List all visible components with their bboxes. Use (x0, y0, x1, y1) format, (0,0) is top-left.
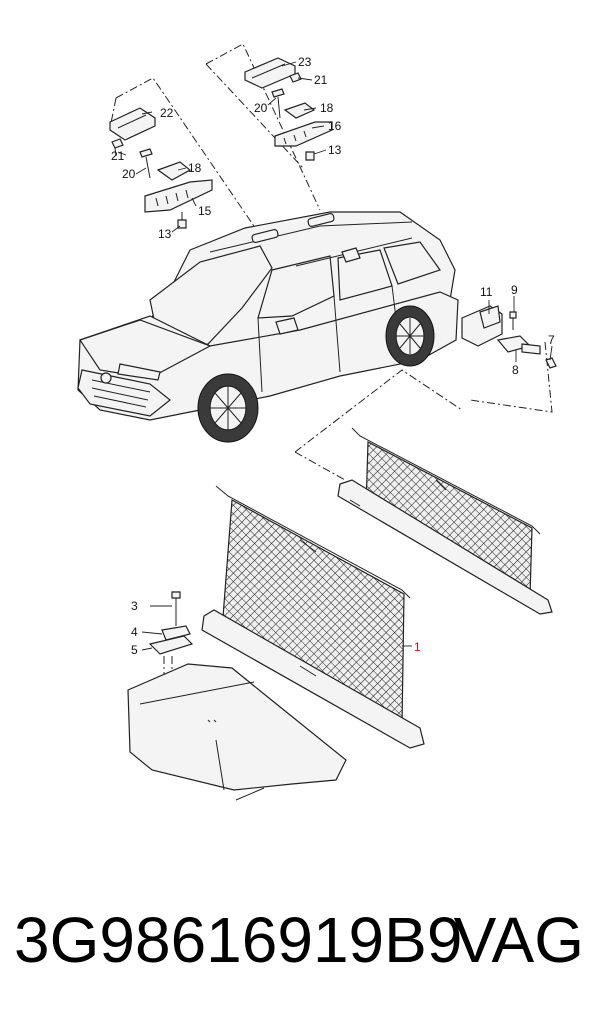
fasteners-left (148, 591, 194, 694)
clip-18-left (156, 161, 192, 181)
callout-18-left: 18 (188, 161, 202, 175)
callout-13-left: 13 (158, 227, 172, 241)
part-number: 3G98616919B9 (14, 904, 463, 976)
cargo-floor-panel (127, 663, 347, 801)
screw-3 (171, 591, 181, 599)
bracket-15 (144, 179, 213, 213)
cargo-net-main (201, 485, 425, 749)
guide-frame-net (294, 341, 553, 481)
callout-13-right: 13 (328, 143, 342, 157)
callout-4: 4 (131, 625, 138, 639)
guide-frame-left (109, 77, 259, 233)
callout-20-left: 20 (122, 167, 136, 181)
cover-cap-23 (244, 57, 296, 89)
roof-rail-bracket-rear-group (244, 57, 333, 161)
callout-labels: 22 21 20 18 15 13 23 21 20 18 16 13 11 9… (111, 55, 555, 657)
callout-23: 23 (298, 55, 312, 69)
clip-18-right (283, 102, 316, 119)
callout-15: 15 (198, 204, 212, 218)
bolt-20-left (139, 148, 153, 158)
plate-5 (148, 635, 194, 655)
mount-parts-right (461, 305, 557, 369)
callout-21-left: 21 (111, 149, 125, 163)
callout-16: 16 (328, 119, 342, 133)
screw-21-left (111, 138, 124, 149)
callout-9: 9 (511, 283, 518, 297)
car-body (77, 211, 459, 443)
callout-22: 22 (160, 106, 174, 120)
screw-9 (509, 311, 517, 319)
callout-1: 1 (414, 640, 421, 654)
bolt-7 (545, 357, 557, 369)
screw-13-right (305, 151, 315, 161)
callout-3: 3 (131, 599, 138, 613)
callout-18-right: 18 (320, 101, 334, 115)
screw-21-right (289, 72, 302, 83)
callout-21-right: 21 (314, 73, 328, 87)
callout-5: 5 (131, 643, 138, 657)
parts-diagram: 22 21 20 18 15 13 23 21 20 18 16 13 11 9… (77, 43, 557, 801)
callout-20-right: 20 (254, 101, 268, 115)
cargo-net-upper (337, 427, 553, 615)
bracket-16 (274, 121, 333, 147)
clip-4 (161, 625, 191, 641)
callout-8: 8 (512, 363, 519, 377)
roof-rail-bracket-front-group (109, 107, 213, 229)
guide-frame-right (205, 43, 321, 211)
callout-7: 7 (548, 333, 555, 347)
callout-11: 11 (480, 285, 493, 299)
leader-lines (117, 61, 553, 651)
brand-label: VAG (453, 904, 584, 976)
bolt-20-right (271, 88, 285, 98)
footer: 3G98616919B9 VAG (0, 885, 600, 995)
